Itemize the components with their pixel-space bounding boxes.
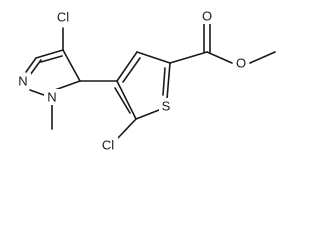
atom-o-carbonyl: O [202, 9, 212, 24]
molecule-drawing: Cl N N S Cl O O [15, 8, 276, 153]
atom-s: S [162, 99, 171, 114]
bond-c2-cl [116, 118, 137, 140]
label-bg [54, 9, 73, 25]
ester-group [169, 23, 276, 64]
bond-c3-c4-pyrazole [35, 49, 64, 59]
label-bg [15, 73, 31, 89]
atom-n-ring: N [18, 74, 27, 89]
bond-oester-methyl [249, 51, 276, 64]
bond-n2-n1 [29, 89, 45, 96]
atom-n-methyl: N [47, 90, 56, 105]
label-bg [44, 89, 60, 105]
thiophene-ring [114, 51, 171, 140]
bond-c2-c3 [116, 80, 137, 120]
bond-c3-c4-thiophene-double [122, 57, 141, 83]
bond-s-c2 [135, 109, 160, 120]
bond-c2-c3-double [114, 87, 131, 114]
bond-c3-n2 [25, 57, 37, 73]
structure-diagram: Cl N N S Cl O O [15, 8, 276, 153]
atom-o-ester: O [236, 56, 246, 71]
bond-c4-c5-thiophene [136, 51, 171, 64]
bond-carbonyl-oester [206, 51, 233, 64]
label-bg [233, 55, 249, 71]
atom-cl-pyrazole: Cl [57, 10, 69, 25]
bond-c3-c4-pyrazole-double [40, 55, 63, 63]
bond-c3-n2-double [29, 59, 42, 76]
bond-ring-carbonyl [169, 51, 208, 64]
pyrazole-ring [25, 27, 81, 130]
label-bg [159, 98, 174, 114]
bond-c5-s [166, 62, 171, 100]
bond-c5-c4-inner-double [162, 67, 166, 96]
label-bg [99, 137, 118, 153]
bond-c3-c4-thiophene [116, 51, 138, 82]
atom-cl-thiophene: Cl [102, 138, 114, 153]
label-bg [199, 8, 215, 24]
bond-c4-c5-pyrazole [62, 49, 81, 82]
